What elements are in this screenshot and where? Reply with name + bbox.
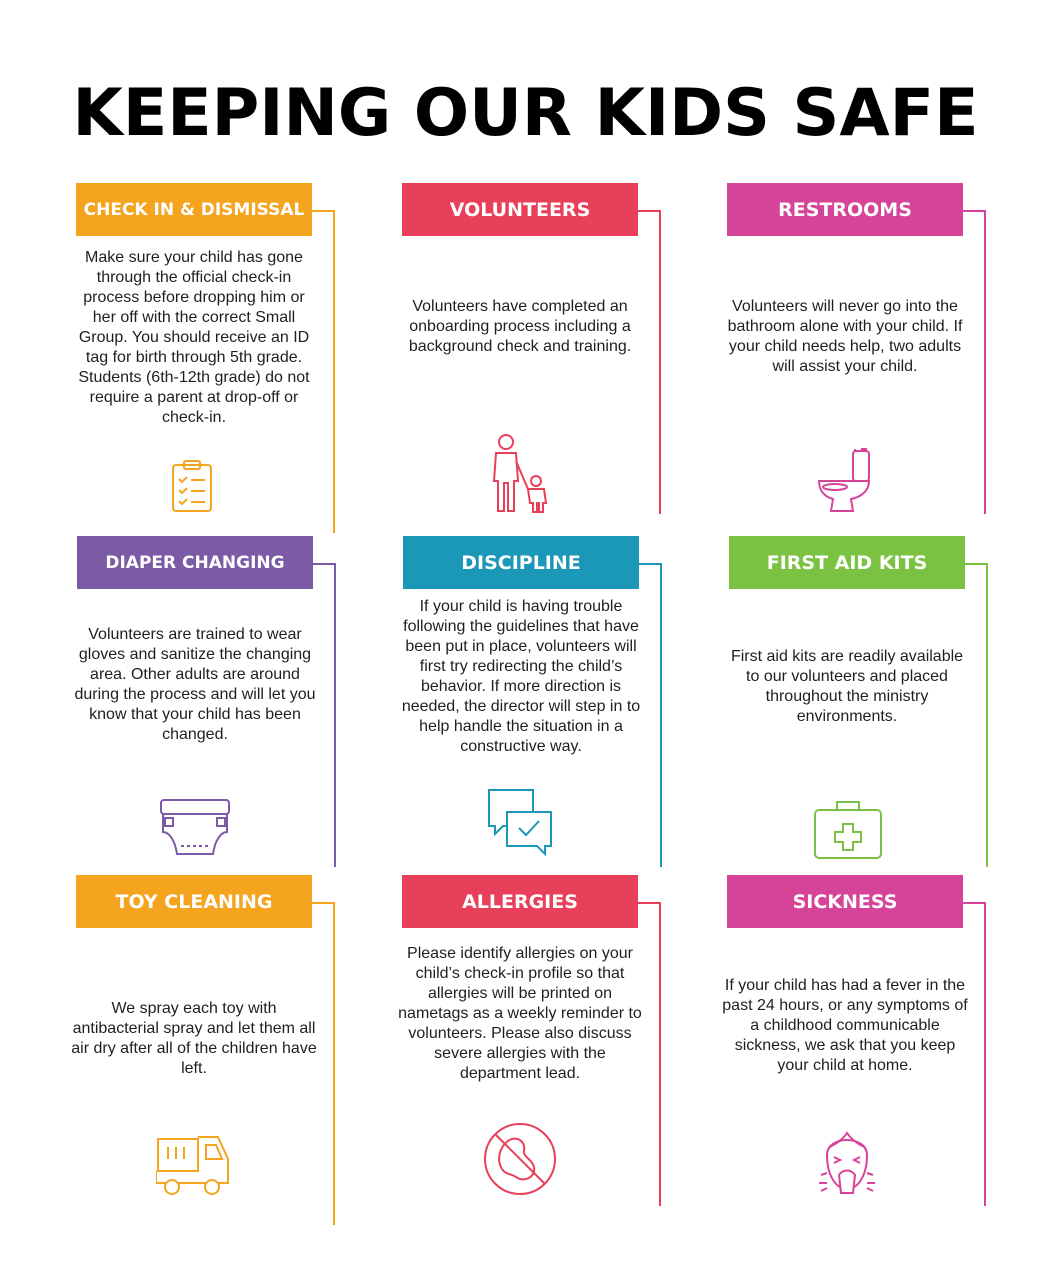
card-restrooms: RESTROOMS Volunteers will never go into … bbox=[727, 183, 987, 515]
card-text: Volunteers will never go into the bathro… bbox=[727, 298, 963, 375]
no-peanut-icon bbox=[482, 1121, 558, 1197]
card-heading: RESTROOMS bbox=[727, 183, 963, 236]
connector-line bbox=[659, 210, 661, 514]
first-aid-kit-icon bbox=[813, 798, 883, 860]
diaper-icon bbox=[159, 798, 231, 860]
card-check-in-dismissal: CHECK IN & DISMISSAL Make sure your chil… bbox=[76, 183, 336, 535]
connector-line bbox=[638, 210, 661, 212]
card-heading: DIAPER CHANGING bbox=[77, 536, 313, 589]
connector-line bbox=[659, 902, 661, 1206]
card-discipline: DISCIPLINE If your child is having troub… bbox=[402, 536, 663, 868]
card-text: Volunteers have completed an onboarding … bbox=[408, 298, 632, 355]
card-heading: TOY CLEANING bbox=[76, 875, 312, 928]
chat-bubbles-check-icon bbox=[485, 786, 557, 858]
connector-line bbox=[963, 210, 986, 212]
card-text: First aid kits are readily available to … bbox=[730, 648, 964, 725]
card-text: Please identify allergies on your child’… bbox=[398, 945, 642, 1082]
connector-line bbox=[660, 563, 662, 867]
toilet-icon bbox=[817, 447, 875, 513]
card-text: Volunteers are trained to wear gloves an… bbox=[74, 626, 316, 743]
card-heading: VOLUNTEERS bbox=[402, 183, 638, 236]
card-text: If your child has had a fever in the pas… bbox=[722, 977, 968, 1074]
card-text: Make sure your child has gone through th… bbox=[78, 249, 310, 426]
clipboard-checklist-icon bbox=[170, 459, 214, 513]
connector-line bbox=[963, 902, 986, 904]
card-heading: SICKNESS bbox=[727, 875, 963, 928]
card-first-aid-kits: FIRST AID KITS First aid kits are readil… bbox=[729, 536, 989, 868]
card-volunteers: VOLUNTEERS Volunteers have completed an … bbox=[402, 183, 662, 515]
toy-truck-icon bbox=[156, 1133, 230, 1197]
connector-line bbox=[333, 210, 335, 533]
adult-child-icon bbox=[488, 433, 552, 513]
connector-line bbox=[312, 210, 335, 212]
connector-line bbox=[984, 902, 986, 1206]
card-diaper-changing: DIAPER CHANGING Volunteers are trained t… bbox=[74, 536, 337, 868]
connector-line bbox=[965, 563, 988, 565]
card-text: If your child is having trouble followin… bbox=[401, 598, 641, 755]
card-heading: CHECK IN & DISMISSAL bbox=[76, 183, 312, 236]
card-toy-cleaning: TOY CLEANING We spray each toy with anti… bbox=[71, 875, 336, 1227]
sneezing-child-icon bbox=[817, 1125, 877, 1197]
card-sickness: SICKNESS If your child has had a fever i… bbox=[722, 875, 987, 1207]
card-heading: FIRST AID KITS bbox=[729, 536, 965, 589]
connector-line bbox=[333, 902, 335, 1225]
connector-line bbox=[313, 563, 336, 565]
connector-line bbox=[639, 563, 662, 565]
connector-line bbox=[986, 563, 988, 867]
connector-line bbox=[984, 210, 986, 514]
card-text: We spray each toy with antibacterial spr… bbox=[71, 1000, 317, 1077]
page-title: KEEPING OUR KIDS SAFE bbox=[72, 76, 979, 151]
connector-line bbox=[334, 563, 336, 867]
connector-line bbox=[638, 902, 661, 904]
card-heading: DISCIPLINE bbox=[403, 536, 639, 589]
card-allergies: ALLERGIES Please identify allergies on y… bbox=[398, 875, 662, 1207]
card-heading: ALLERGIES bbox=[402, 875, 638, 928]
connector-line bbox=[312, 902, 335, 904]
